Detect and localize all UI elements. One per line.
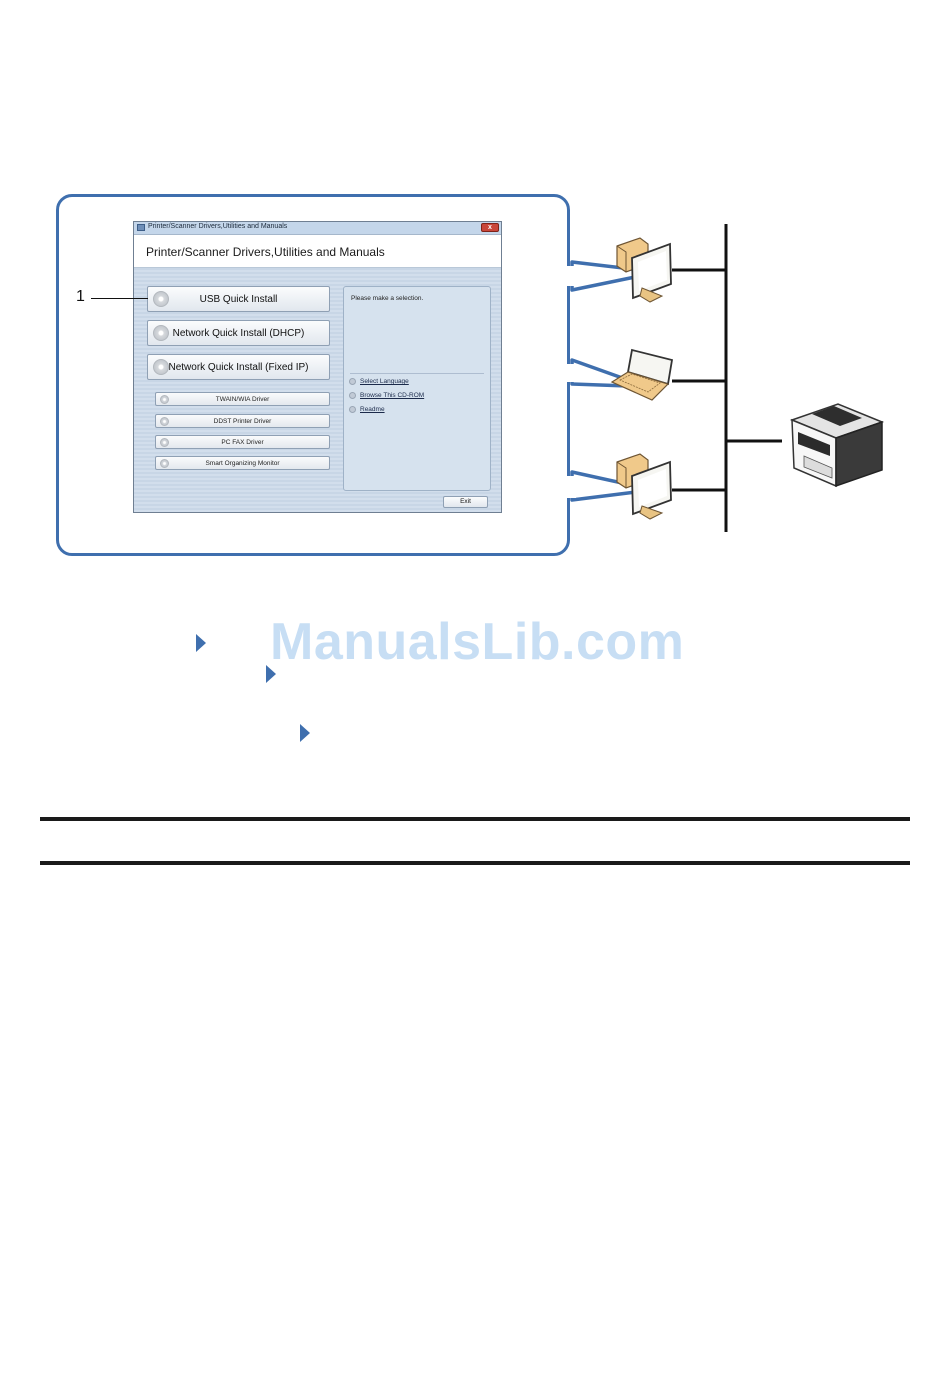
desktop-computer-icon <box>617 238 671 302</box>
laptop-computer-icon <box>612 350 672 400</box>
arrow-right-icon <box>299 723 311 743</box>
desktop-computer-icon <box>617 454 671 519</box>
arrow-right-icon <box>265 664 277 684</box>
section-rule-top <box>40 817 910 821</box>
watermark: ManualsLib.com <box>270 612 684 672</box>
section-rule-bottom <box>40 861 910 865</box>
network-diagram <box>0 0 950 600</box>
arrow-right-icon <box>195 633 207 653</box>
multifunction-printer-icon <box>792 404 882 486</box>
